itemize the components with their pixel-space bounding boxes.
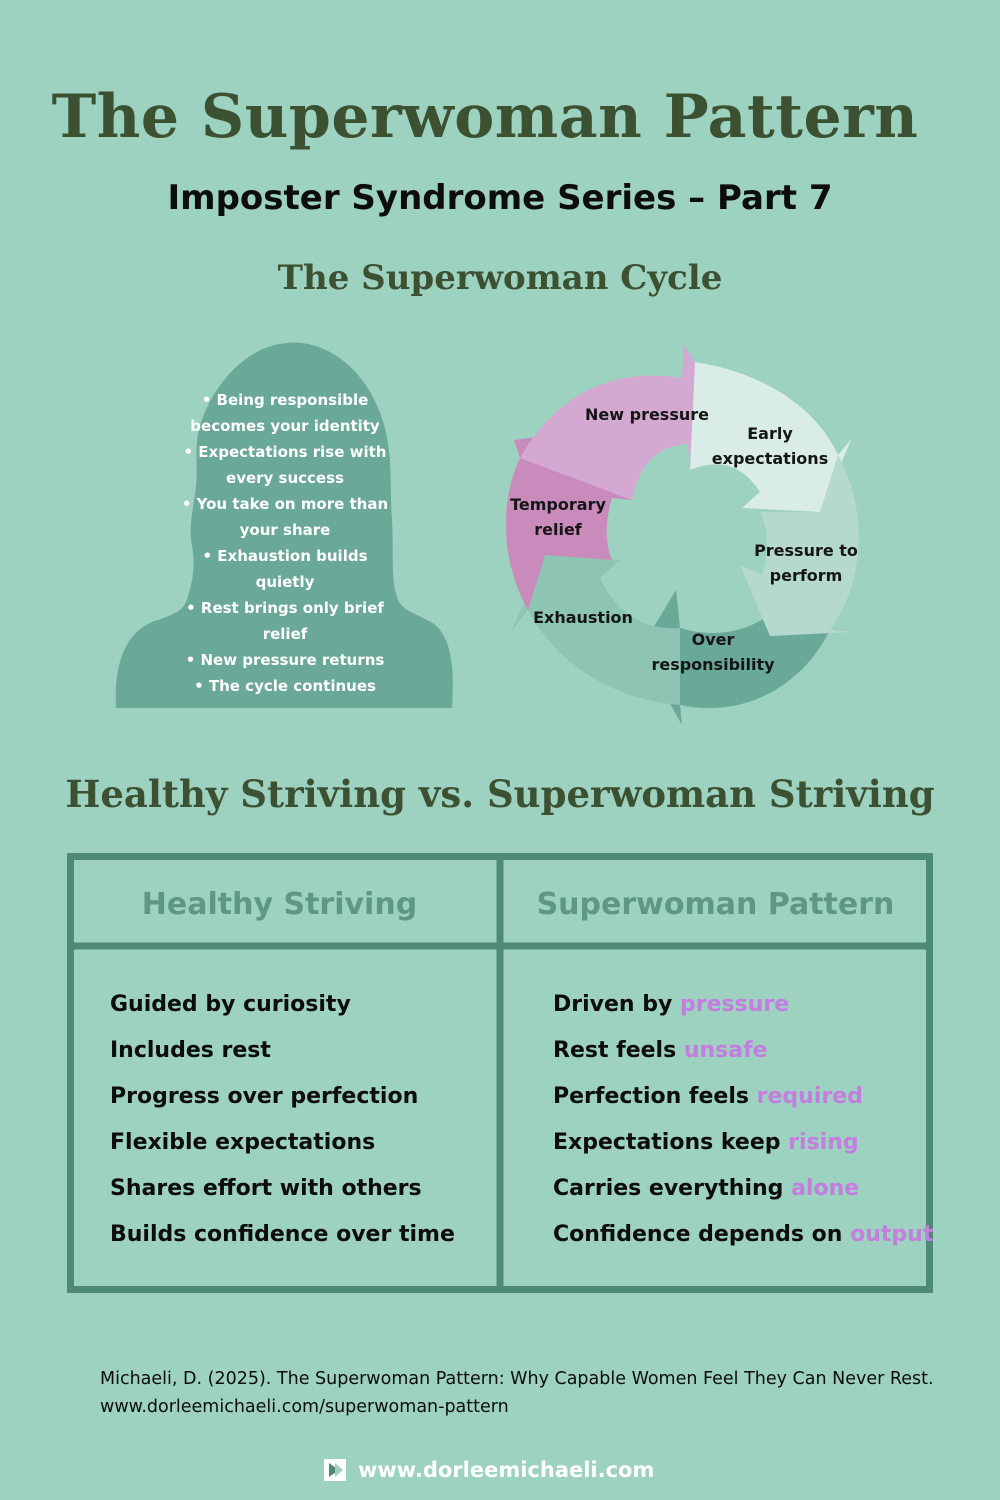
bullet-item: • Rest brings only brief relief: [186, 599, 384, 643]
healthy-item: Builds confidence over time: [110, 1222, 455, 1247]
cycle-segment-exhaustion: [512, 555, 680, 705]
footer: www.dorleemichaeli.com: [324, 1455, 654, 1485]
healthy-striving-list: Guided by curiosity Includes rest Progre…: [110, 982, 455, 1258]
superwoman-item-text: Carries everything: [553, 1176, 792, 1201]
citation-reference: Michaeli, D. (2025). The Superwoman Patt…: [100, 1369, 934, 1389]
healthy-item: Shares effort with others: [110, 1176, 422, 1201]
superwoman-cycle-diagram: New pressure Early expectations Pressure…: [505, 345, 859, 725]
cycle-label-new-pressure: New pressure: [585, 405, 709, 424]
citation: Michaeli, D. (2025). The Superwoman Patt…: [100, 1365, 980, 1421]
cycle-label-over-responsibility: Over: [692, 630, 735, 649]
bullet-item: • The cycle continues: [194, 677, 376, 695]
footer-website-link[interactable]: www.dorleemichaeli.com: [358, 1458, 655, 1482]
logo-icon: [324, 1459, 346, 1481]
highlight-word: output: [850, 1222, 934, 1247]
healthy-item: Includes rest: [110, 1038, 271, 1063]
healthy-striving-header: Healthy Striving: [141, 887, 418, 922]
superwoman-item: Driven by pressure: [553, 982, 933, 1028]
healthy-item: Guided by curiosity: [110, 992, 351, 1017]
highlight-word: alone: [791, 1176, 860, 1201]
bullet-item: • Being responsible becomes your identit…: [190, 391, 380, 435]
superwoman-item: Confidence depends on output: [553, 1212, 933, 1258]
highlight-word: pressure: [679, 992, 790, 1017]
cycle-label-early-expectations: expectations: [712, 449, 828, 468]
cycle-segment-early-expectations: [690, 362, 852, 512]
cycle-label-temporary-relief: relief: [534, 520, 583, 539]
healthy-item: Progress over perfection: [110, 1084, 419, 1109]
cycle-label-temporary-relief: Temporary: [510, 495, 606, 514]
bullet-item: • New pressure returns: [185, 651, 385, 669]
superwoman-item: Perfection feels required: [553, 1074, 933, 1120]
superwoman-item-text: Driven by: [553, 992, 680, 1017]
cycle-section-title: The Superwoman Cycle: [277, 258, 723, 298]
woman-silhouette-icon: [115, 342, 453, 708]
superwoman-item: Expectations keep rising: [553, 1120, 933, 1166]
superwoman-item: Rest feels unsafe: [553, 1028, 933, 1074]
comparison-table: [67, 853, 933, 1293]
superwoman-item: Carries everything alone: [553, 1166, 933, 1212]
highlight-word: unsafe: [683, 1038, 768, 1063]
superwoman-pattern-header: Superwoman Pattern: [536, 887, 895, 922]
cycle-label-exhaustion: Exhaustion: [533, 608, 633, 627]
cycle-segment-pressure-to-perform: [740, 455, 859, 636]
page-subtitle: Imposter Syndrome Series – Part 7: [167, 178, 833, 218]
highlight-word: required: [756, 1084, 863, 1109]
bullet-item: • You take on more than your share: [181, 495, 389, 539]
bullet-item: • Exhaustion builds quietly: [202, 547, 368, 591]
cycle-label-pressure-to-perform: perform: [770, 566, 843, 585]
page-title: The Superwoman Pattern: [51, 82, 919, 152]
superwoman-item-text: Rest feels: [553, 1038, 684, 1063]
cycle-label-pressure-to-perform: Pressure to: [754, 541, 858, 560]
healthy-item: Flexible expectations: [110, 1130, 376, 1155]
cycle-bullet-list: • Being responsible becomes your identit…: [180, 387, 390, 699]
superwoman-item-text: Expectations keep: [553, 1130, 789, 1155]
citation-link[interactable]: www.dorleemichaeli.com/superwoman-patter…: [100, 1397, 509, 1417]
cycle-label-over-responsibility: responsibility: [651, 655, 775, 674]
superwoman-pattern-list: Driven by pressure Rest feels unsafe Per…: [553, 982, 933, 1258]
superwoman-item-text: Confidence depends on: [553, 1222, 851, 1247]
cycle-label-early-expectations: Early: [747, 424, 793, 443]
cycle-segment-new-pressure: [520, 345, 730, 500]
comparison-title: Healthy Striving vs. Superwoman Striving: [65, 772, 935, 816]
bullet-item: • Expectations rise with every success: [183, 443, 387, 487]
superwoman-item-text: Perfection feels: [553, 1084, 757, 1109]
highlight-word: rising: [788, 1130, 859, 1155]
